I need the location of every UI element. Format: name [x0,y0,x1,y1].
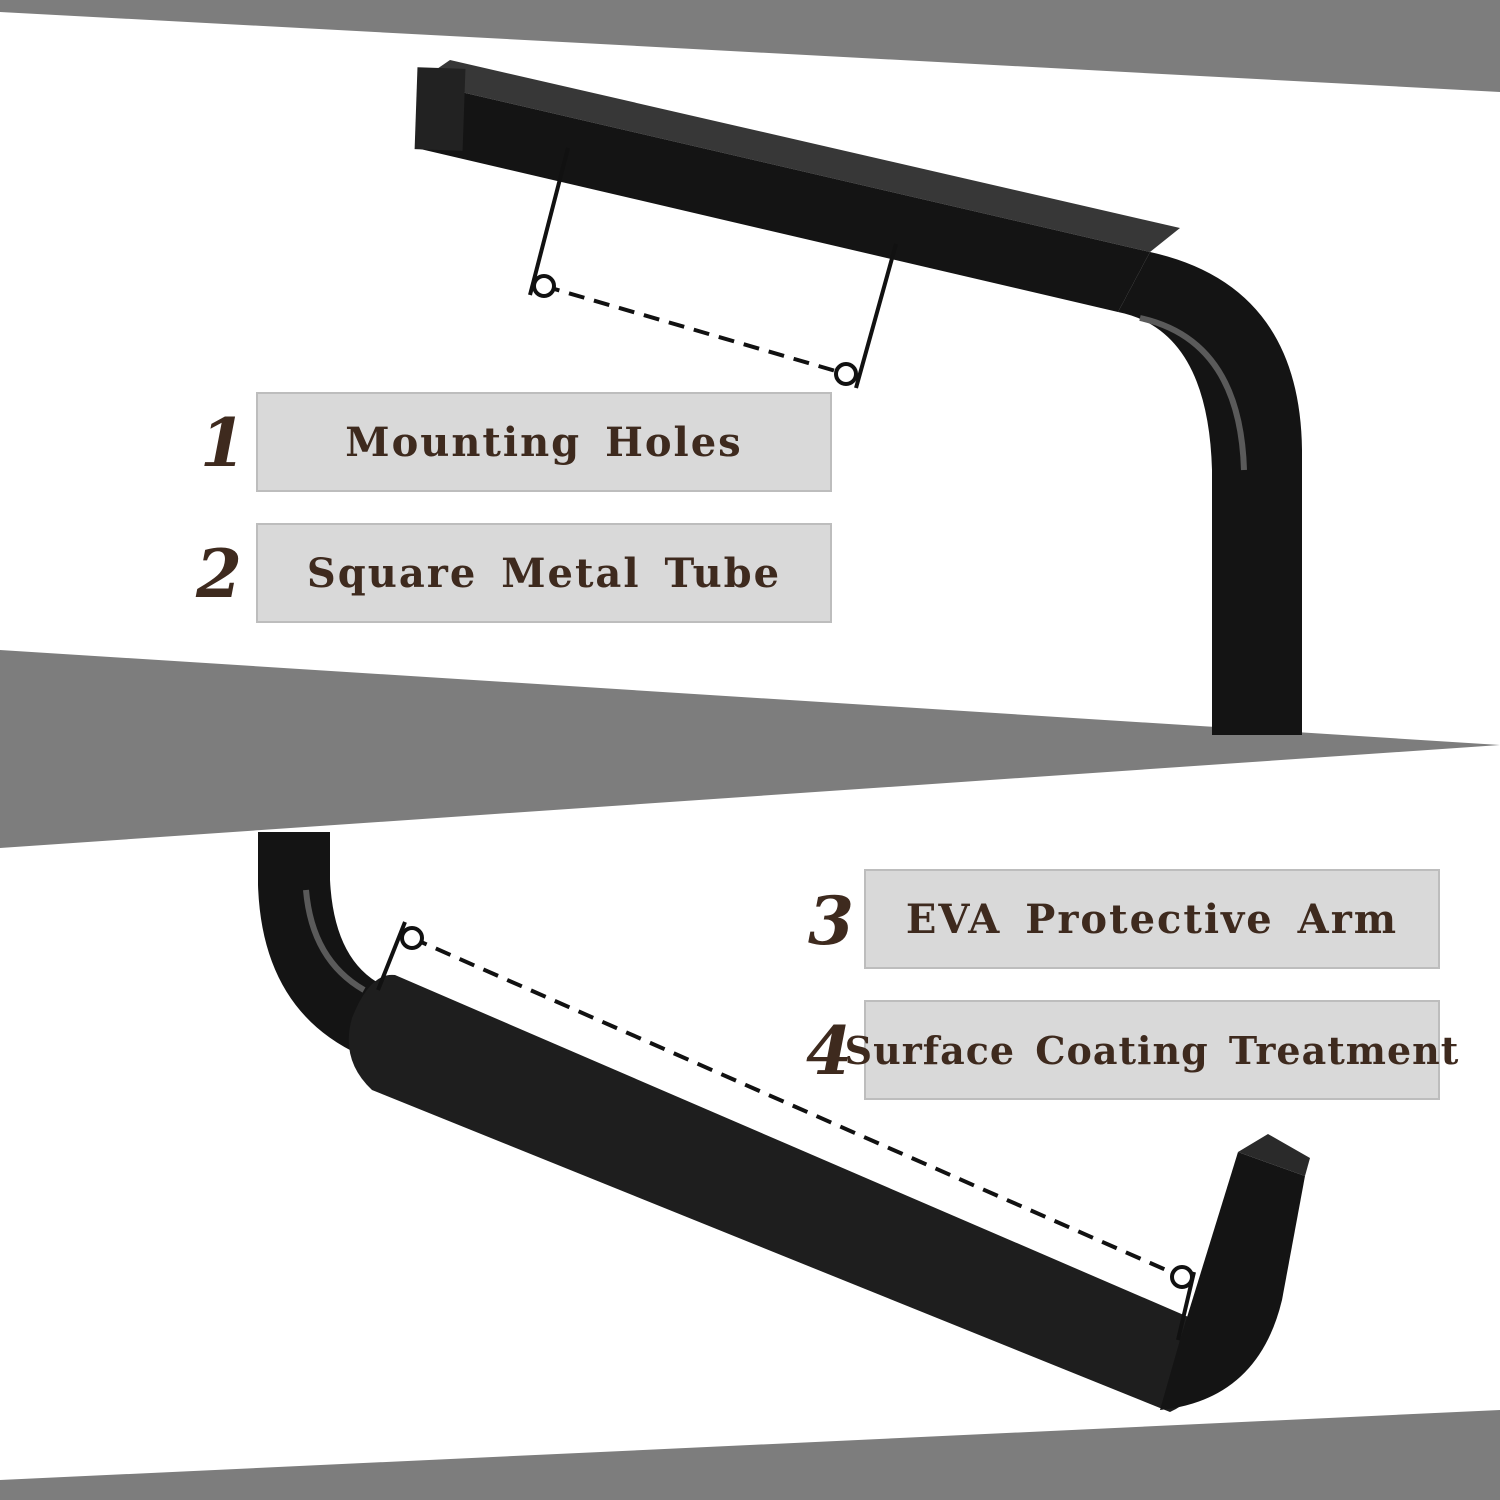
lower-bracket-upturned-end [1160,1152,1305,1410]
hole-2-leader [854,243,898,389]
upper-bracket-bend [1118,252,1302,735]
eva-length-line [411,936,1183,1279]
feature-label-3: EVA Protective Arm [905,895,1399,943]
hole-2-point [834,362,858,386]
upper-bracket-end-cap [414,67,466,151]
lower-bracket [258,832,1310,1412]
eva-left-leader [376,921,407,991]
feature-label-box-2: Square Metal Tube [256,523,832,623]
middle-grey-band [0,650,1500,848]
eva-left-point [400,926,424,950]
feature-label-4: Surface Coating Treatment [844,1027,1460,1073]
feature-label-box-1: Mounting Holes [256,392,832,492]
hole-1-point [532,274,556,298]
feature-label-2: Square Metal Tube [306,549,782,597]
lower-bracket-highlight [303,889,366,993]
feature-label-box-3: EVA Protective Arm [864,869,1440,969]
feature-number-2: 2 [196,535,242,613]
feature-number-4: 4 [806,1012,852,1090]
mounting-hole-markers [528,147,898,389]
feature-label-box-4: Surface Coating Treatment [845,1000,1458,1100]
eva-foam-arm [348,974,1207,1412]
upper-bracket-highlight [1139,315,1247,471]
upper-bracket-arm [416,82,1150,312]
feature-label-1: Mounting Holes [345,418,743,466]
upper-bracket-arm-top-face [418,60,1180,252]
eva-length-markers [376,921,1196,1341]
lower-bracket-end-cap [1238,1134,1310,1176]
hole-spacing-line [543,284,847,376]
upper-bracket [414,60,1302,735]
eva-right-point [1170,1265,1194,1289]
bottom-grey-band [0,1410,1500,1500]
feature-number-1: 1 [200,404,246,482]
feature-number-3: 3 [808,882,854,960]
hole-1-leader [528,147,570,296]
top-grey-band [0,0,1500,92]
